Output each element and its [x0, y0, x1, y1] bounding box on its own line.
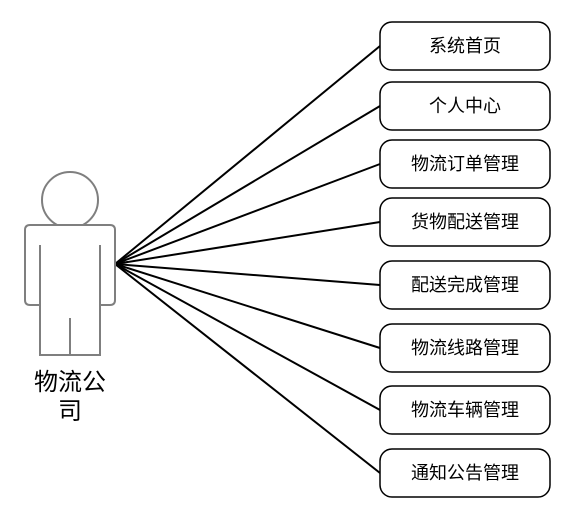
- use-case-goods-delivery-mgmt: 货物配送管理: [379, 197, 551, 247]
- use-case-logistics-route-mgmt: 物流线路管理: [379, 323, 551, 373]
- actor-label-line2: 司: [58, 397, 82, 425]
- use-case-logistics-order-mgmt: 物流订单管理: [379, 139, 551, 189]
- use-case-delivery-complete-mgmt: 配送完成管理: [379, 260, 551, 310]
- use-case-box: [379, 448, 551, 498]
- association-line: [114, 163, 381, 265]
- use-case-box: [379, 139, 551, 189]
- use-case-label: 物流线路管理: [411, 338, 519, 359]
- association-line: [114, 45, 381, 265]
- use-case-logistics-vehicle-mgmt: 物流车辆管理: [379, 385, 551, 435]
- use-case-box: [379, 21, 551, 71]
- actor: 物流公 司: [24, 171, 116, 425]
- use-case-box: [379, 81, 551, 131]
- use-case-label: 货物配送管理: [411, 212, 519, 233]
- association-line: [114, 105, 381, 265]
- use-case-box: [379, 197, 551, 247]
- use-case-notice-announcement-mgmt: 通知公告管理: [379, 448, 551, 498]
- use-case-personal-center: 个人中心: [379, 81, 551, 131]
- actor-head: [41, 171, 99, 229]
- use-case-label: 配送完成管理: [411, 275, 519, 296]
- actor-figure-icon: [24, 171, 116, 356]
- use-case-system-home: 系统首页: [379, 21, 551, 71]
- actor-label-line1: 物流公: [34, 368, 106, 396]
- association-line: [114, 263, 381, 411]
- association-lines: [114, 45, 381, 474]
- use-case-label: 物流车辆管理: [411, 400, 519, 421]
- use-case-list: 系统首页 个人中心 物流订单管理 货物配送管理 配送完成管理 物流线路管理 物流…: [379, 21, 551, 498]
- use-case-box: [379, 385, 551, 435]
- actor-body: [24, 224, 116, 356]
- use-case-box: [379, 260, 551, 310]
- use-case-box: [379, 323, 551, 373]
- use-case-label: 系统首页: [429, 36, 501, 57]
- use-case-label: 个人中心: [429, 96, 501, 117]
- use-case-label: 物流订单管理: [411, 154, 519, 175]
- association-line: [114, 263, 381, 349]
- association-line: [114, 263, 381, 474]
- association-line: [114, 221, 381, 265]
- use-case-label: 通知公告管理: [411, 463, 519, 484]
- association-line: [114, 263, 381, 286]
